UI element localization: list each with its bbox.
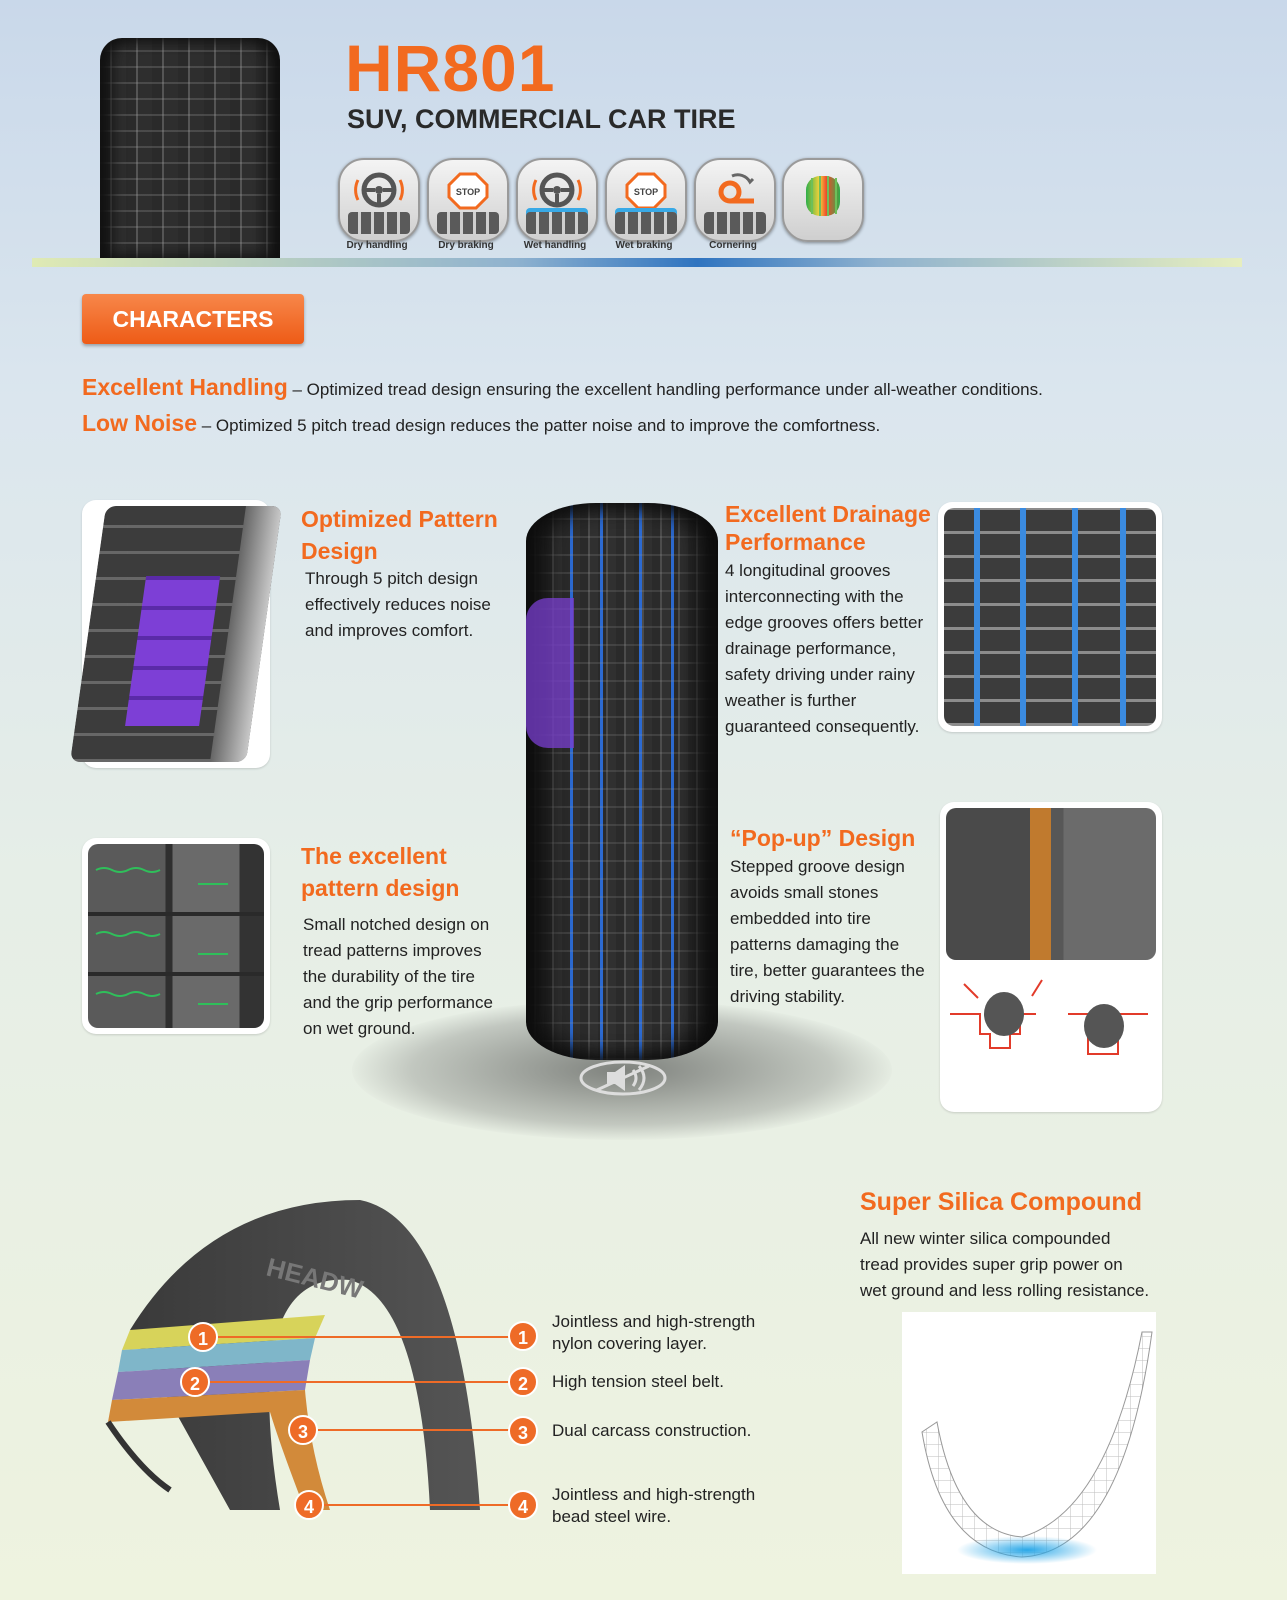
drainage-title: Excellent Drainage Performance bbox=[725, 501, 931, 555]
steering-wheel-icon bbox=[354, 172, 404, 208]
callout-4-text: Jointless and high-strength bead steel w… bbox=[552, 1485, 756, 1526]
stop-text: STOP bbox=[634, 187, 658, 197]
leader-line-4 bbox=[324, 1504, 510, 1506]
dry-handling-badge bbox=[338, 158, 420, 242]
callout-4-badge: 4 bbox=[508, 1490, 538, 1520]
badge-label: Wet braking bbox=[615, 240, 673, 251]
model-title: HR801 bbox=[345, 31, 556, 105]
leader-line-1 bbox=[218, 1336, 510, 1338]
pattern-image-frame bbox=[70, 500, 282, 768]
notched-body: Small notched design on tread patterns i… bbox=[303, 915, 493, 1038]
drainage-image-frame bbox=[938, 502, 1162, 732]
cornering-arrow-icon bbox=[718, 173, 755, 204]
hero-tire-image bbox=[100, 38, 280, 260]
footprint-pressure-icon bbox=[806, 176, 840, 216]
layer-1-marker: 1 bbox=[188, 1322, 218, 1352]
excellent-handling-text: – Optimized tread design ensuring the ex… bbox=[287, 380, 1043, 399]
popup-title: “Pop-up” Design bbox=[730, 825, 916, 851]
stop-sign-water-icon: STOP bbox=[625, 172, 667, 210]
silica-title: Super Silica Compound bbox=[860, 1188, 1142, 1216]
callout-3-badge: 3 bbox=[508, 1416, 538, 1446]
badge-label: Wet handling bbox=[523, 240, 587, 251]
footprint-badge bbox=[782, 158, 864, 242]
low-noise-line: Low Noise – Optimized 5 pitch tread desi… bbox=[82, 410, 880, 437]
pattern-body: Through 5 pitch design effectively reduc… bbox=[305, 569, 491, 640]
tire-cross-section-image: HEADW bbox=[105, 1200, 480, 1510]
callout-2-text: High tension steel belt. bbox=[552, 1372, 724, 1391]
notched-title: The excellent pattern design bbox=[301, 843, 460, 901]
characters-label: CHARACTERS bbox=[82, 294, 304, 344]
header-divider bbox=[32, 258, 1242, 267]
silica-body: All new winter silica compounded tread p… bbox=[860, 1229, 1150, 1300]
silica-mesh-image bbox=[902, 1312, 1156, 1574]
dry-braking-badge: STOP bbox=[427, 158, 509, 242]
notched-image-frame bbox=[82, 838, 270, 1034]
model-subtitle: SUV, COMMERCIAL CAR TIRE bbox=[347, 104, 736, 134]
notch-lines bbox=[88, 867, 264, 1005]
popup-image-frame bbox=[940, 802, 1162, 1112]
badge-label: Dry handling bbox=[346, 240, 408, 251]
pattern-title: Optimized Pattern Design bbox=[301, 506, 498, 564]
leader-line-3 bbox=[318, 1429, 510, 1431]
center-tire-image bbox=[526, 503, 718, 1060]
low-noise-text: – Optimized 5 pitch tread design reduces… bbox=[197, 416, 881, 435]
low-noise-title: Low Noise bbox=[82, 410, 198, 436]
layer-2-marker: 2 bbox=[180, 1367, 210, 1397]
wet-handling-badge bbox=[516, 158, 598, 242]
drainage-body: 4 longitudinal grooves interconnecting w… bbox=[725, 561, 924, 736]
callout-3-text: Dual carcass construction. bbox=[552, 1421, 752, 1440]
steering-wheel-water-icon bbox=[532, 172, 582, 208]
layer-4-marker: 4 bbox=[294, 1490, 324, 1520]
badge-label: Dry braking bbox=[438, 240, 494, 251]
badge-label: Cornering bbox=[709, 240, 757, 251]
excellent-handling-line: Excellent Handling – Optimized tread des… bbox=[82, 374, 1043, 401]
layer-3-marker: 3 bbox=[288, 1415, 318, 1445]
stop-sign-icon: STOP bbox=[447, 172, 489, 210]
excellent-handling-title: Excellent Handling bbox=[82, 374, 288, 400]
cornering-badge bbox=[694, 158, 776, 242]
pitch-highlight-detail bbox=[125, 576, 221, 726]
wet-braking-badge: STOP bbox=[605, 158, 687, 242]
callout-1-text: Jointless and high-strength nylon coveri… bbox=[552, 1312, 756, 1353]
stone-ejection-diagram bbox=[950, 979, 1148, 1055]
pitch-highlight bbox=[526, 598, 574, 748]
popup-body: Stepped groove design avoids small stone… bbox=[730, 857, 925, 1006]
callout-1-badge: 1 bbox=[508, 1321, 538, 1351]
leader-line-2 bbox=[210, 1381, 510, 1383]
callout-2-badge: 2 bbox=[508, 1367, 538, 1397]
low-noise-icon bbox=[579, 1060, 667, 1096]
stop-text: STOP bbox=[456, 187, 480, 197]
